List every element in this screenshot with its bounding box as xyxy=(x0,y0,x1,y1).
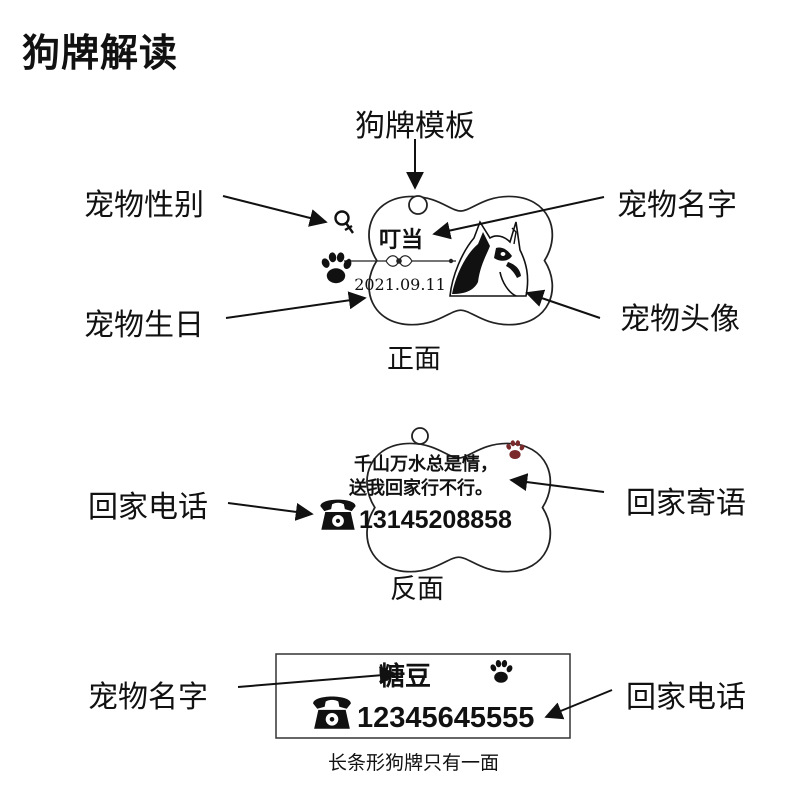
label-phone-strip: 回家电话 xyxy=(626,680,746,715)
arrow-name-front xyxy=(432,196,605,240)
husky-head-icon xyxy=(449,220,529,297)
arrow-birthday xyxy=(225,291,367,319)
strip-phone-number: 12345645555 xyxy=(357,702,534,734)
paw-print-icon xyxy=(320,251,353,284)
caption-back: 反面 xyxy=(390,574,444,605)
back-tag-hole xyxy=(411,427,429,445)
caption-strip: 长条形狗牌只有一面 xyxy=(328,752,500,774)
front-pet-name: 叮当 xyxy=(379,227,423,253)
label-template: 狗牌模板 xyxy=(355,109,475,144)
page-title: 狗牌解读 xyxy=(22,31,179,75)
label-pet-birthday: 宠物生日 xyxy=(84,308,204,343)
back-phone-number: 13145208858 xyxy=(359,506,512,534)
label-pet-avatar: 宠物头像 xyxy=(620,302,740,337)
label-message: 回家寄语 xyxy=(626,486,746,521)
strip-pet-name: 糖豆 xyxy=(379,661,431,692)
front-tag-hole xyxy=(408,195,428,215)
label-pet-gender: 宠物性别 xyxy=(84,188,204,223)
arrow-gender xyxy=(222,195,328,227)
label-pet-name-front: 宠物名字 xyxy=(617,188,737,223)
telephone-icon xyxy=(320,499,356,530)
female-symbol-icon xyxy=(334,210,354,234)
arrow-phone-strip xyxy=(544,689,613,720)
label-phone-back: 回家电话 xyxy=(88,490,208,525)
back-message-line1: 千山万水总是情， xyxy=(354,453,498,475)
caption-front: 正面 xyxy=(387,344,441,375)
back-message-line2: 送我回家行不行。 xyxy=(348,477,493,499)
arrow-name-strip xyxy=(237,666,398,688)
arrow-avatar xyxy=(525,289,601,319)
arrow-message xyxy=(509,473,605,493)
arrow-phone-back xyxy=(227,502,314,521)
front-pet-birthday: 2021.09.11 xyxy=(354,275,446,294)
label-pet-name-strip: 宠物名字 xyxy=(88,680,208,715)
